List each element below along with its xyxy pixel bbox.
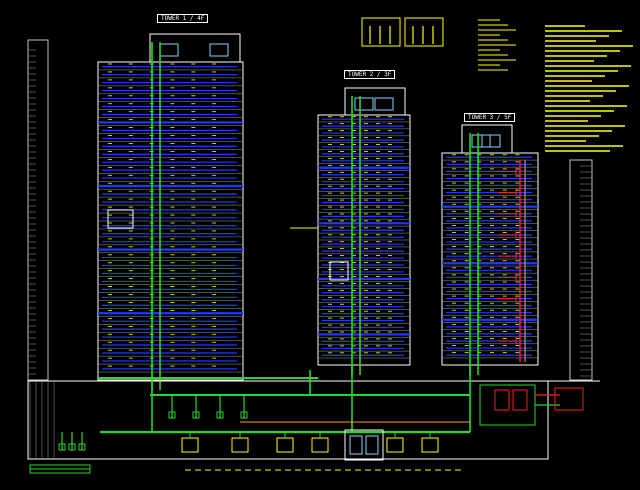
tower-1-penthouse — [149, 33, 241, 63]
equipment-box-4 — [311, 437, 329, 453]
equipment-box-3 — [276, 437, 294, 453]
pump-symbol-2 — [192, 411, 200, 419]
tower-1-title: TOWER 1 / 4F — [157, 14, 209, 23]
tower-3-roof-tank-a — [471, 134, 491, 148]
equipment-box-1 — [181, 437, 199, 453]
plant-valve-3 — [78, 443, 86, 451]
city-water-connection — [554, 387, 584, 411]
tower-3-title: TOWER 3 / 5F — [464, 113, 516, 122]
plant-valve-1 — [58, 443, 66, 451]
pump-symbol-4 — [240, 411, 248, 419]
right-building-outline — [569, 159, 593, 381]
central-tank-b — [365, 435, 379, 455]
equipment-box-2 — [231, 437, 249, 453]
equipment-box-5 — [386, 437, 404, 453]
tower-1-roof-tank-a — [159, 43, 179, 57]
central-tank-a — [349, 435, 363, 455]
booster-pump-b — [512, 389, 528, 411]
plant-valve-2 — [68, 443, 76, 451]
pump-symbol-3 — [216, 411, 224, 419]
tower-2-zone-tag — [329, 261, 349, 281]
tower-2-roof-tank-a — [354, 97, 374, 111]
legend-box-b — [404, 17, 444, 47]
tower-3-roof-tank-b — [481, 134, 501, 148]
tower-2-roof-tank-b — [374, 97, 394, 111]
tower-2-title: TOWER 2 / 3F — [344, 70, 396, 79]
legend-box-a — [361, 17, 401, 47]
tower-1-zone-tag — [107, 209, 134, 229]
equipment-box-6 — [421, 437, 439, 453]
podium-outline — [27, 380, 549, 460]
tower-1-roof-tank-b — [209, 43, 229, 57]
booster-pump-a — [494, 389, 510, 411]
central-tank-room — [344, 429, 384, 461]
left-building-outline — [27, 39, 49, 381]
pump-symbol-1 — [168, 411, 176, 419]
